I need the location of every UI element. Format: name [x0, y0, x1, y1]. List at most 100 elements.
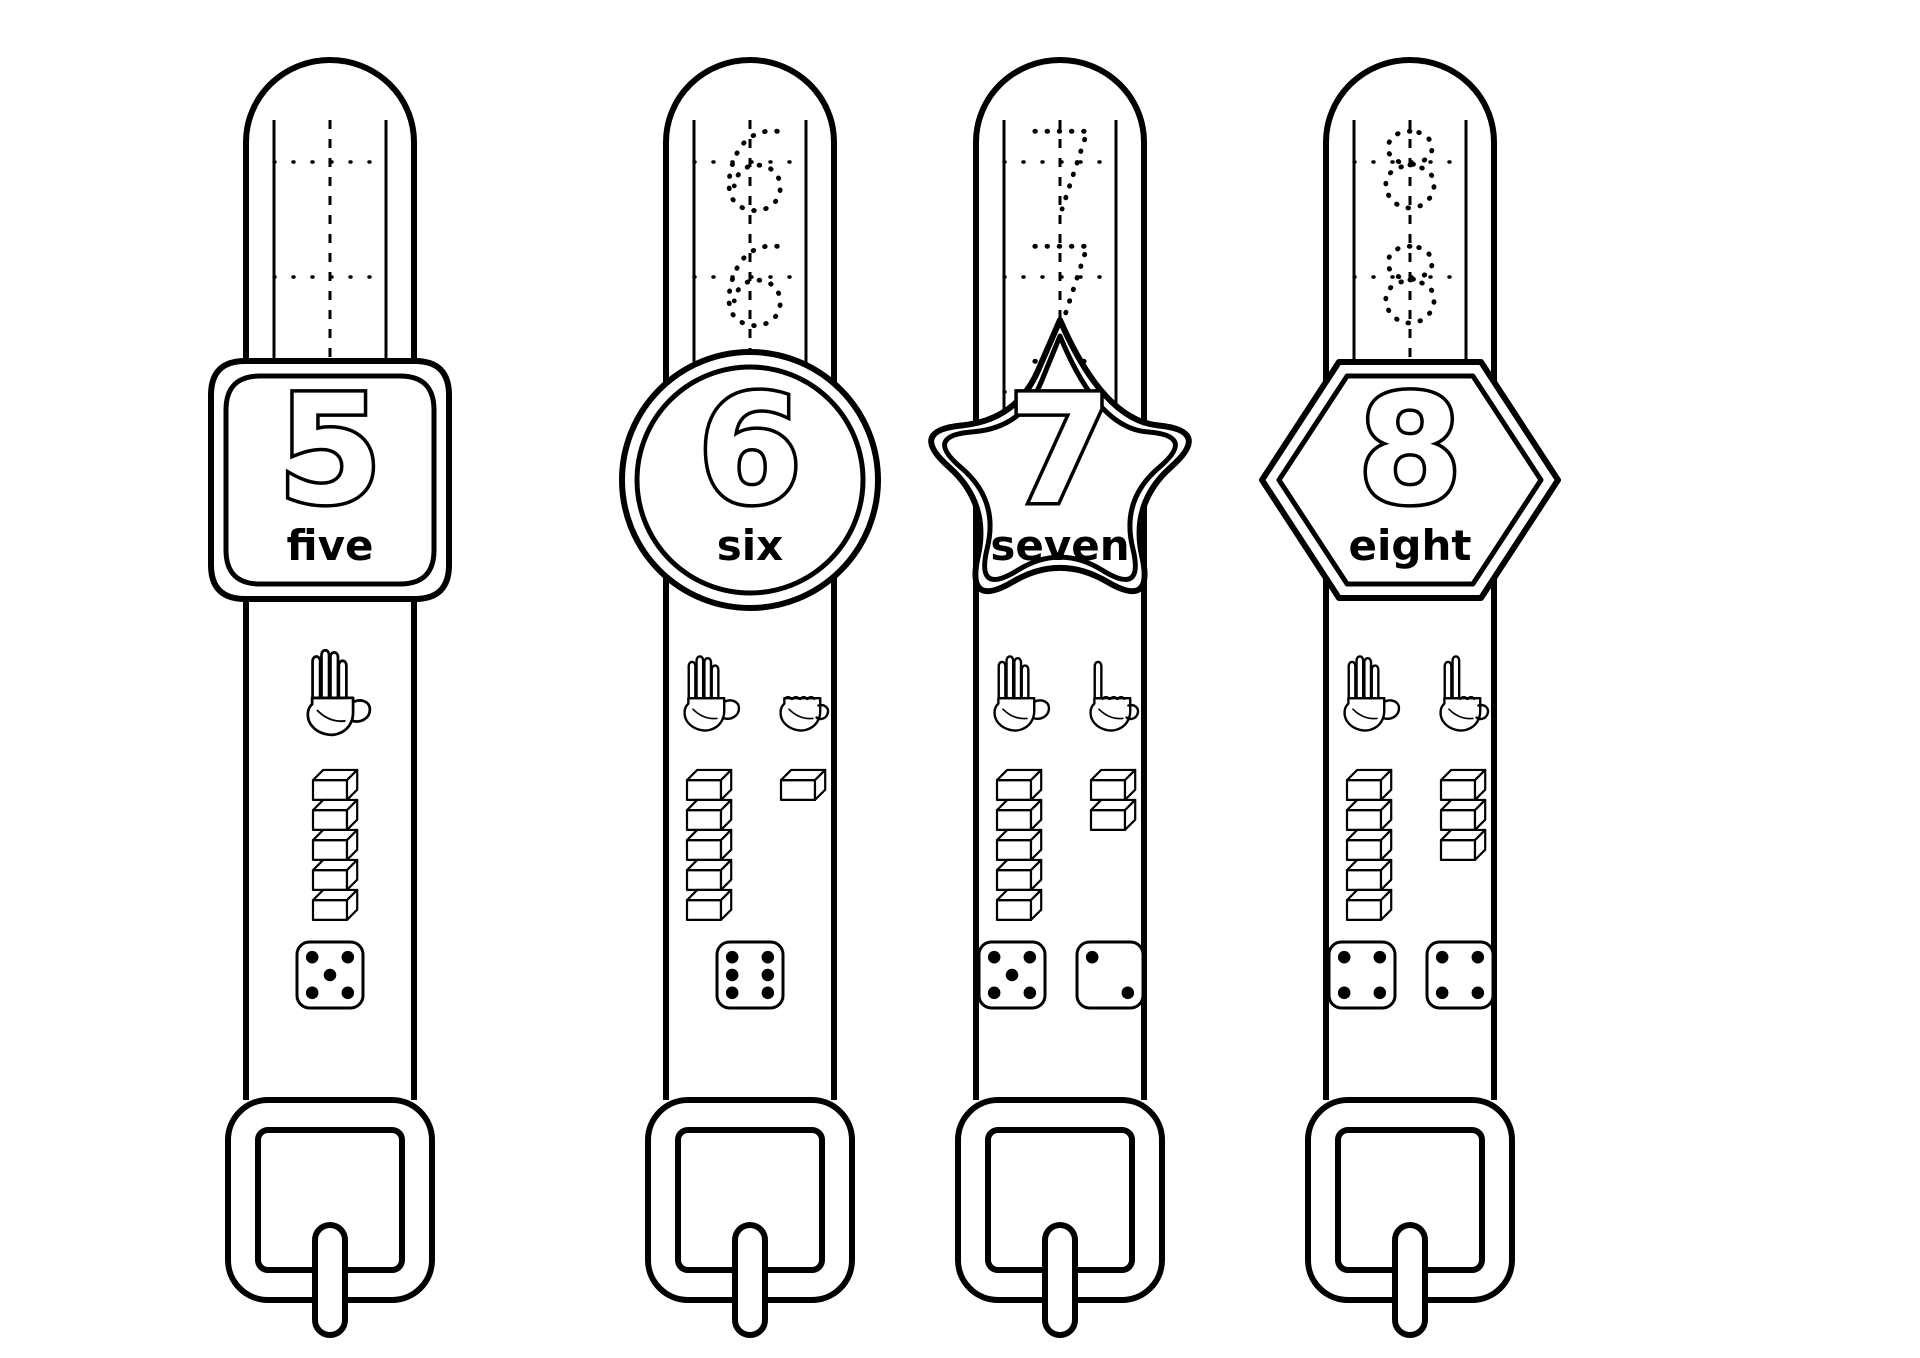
badge-digit: 7: [1008, 364, 1112, 538]
buckle: [225, 1097, 435, 1338]
hand-icon-group: [993, 655, 1140, 732]
badge-digit: 5: [278, 364, 382, 538]
die-pip-5: [1023, 986, 1037, 1000]
number-badge-circle: [619, 349, 881, 611]
die-pip-1: [1085, 950, 1099, 964]
die-pip-4: [1373, 986, 1387, 1000]
cube-col1-5: [311, 888, 359, 921]
hand-icon-open-hand-five-fingers: [993, 655, 1051, 732]
die-pip-4: [305, 986, 319, 1000]
die-pip-2: [1373, 950, 1387, 964]
die-pip-4: [761, 968, 775, 982]
die-pip-1: [305, 950, 319, 964]
number-badge-hexagon: [1259, 359, 1561, 601]
cube-col1-2: [1345, 798, 1393, 831]
hand-icon-group: [306, 648, 372, 737]
buckle-prong: [1042, 1222, 1078, 1338]
die-2-pips-2: [1075, 940, 1145, 1010]
badge-word: seven: [990, 521, 1129, 570]
cube-col1-2: [311, 798, 359, 831]
dice-group: [295, 940, 365, 1010]
cube-tower-group: [1345, 768, 1487, 921]
cube-col1-5: [685, 888, 733, 921]
die-pip-2: [761, 950, 775, 964]
cube-col1-4: [685, 858, 733, 891]
hand-icon-group: [1343, 655, 1490, 732]
cube-col2-2: [1439, 798, 1487, 831]
hand-icon-hand-one-finger: [779, 695, 830, 732]
die-pip-1: [725, 950, 739, 964]
die-pip-6: [761, 986, 775, 1000]
hand-icon-open-hand-five-fingers: [1343, 655, 1401, 732]
cube-col1-5: [1345, 888, 1393, 921]
die-pip-3: [1337, 986, 1351, 1000]
cube-col1-1: [311, 768, 359, 801]
badge-digit: 8: [1358, 364, 1462, 538]
die-pip-5: [341, 986, 355, 1000]
die-pip-4: [1471, 986, 1485, 1000]
die-pip-3: [323, 968, 337, 982]
trace-glyph-2-1: [726, 128, 783, 213]
cube-col1-3: [1345, 828, 1393, 861]
cube-col1-5: [995, 888, 1043, 921]
badge-word: five: [287, 521, 374, 570]
trace-glyph-2-2: [726, 243, 783, 328]
die-1-pips-5: [977, 940, 1047, 1010]
cube-col1-3: [311, 828, 359, 861]
die-pip-3: [1435, 986, 1449, 1000]
hand-icon-hand-three-fingers: [1439, 655, 1490, 732]
buckle: [645, 1097, 855, 1338]
hand-icon-group: [683, 655, 830, 732]
cube-col1-4: [311, 858, 359, 891]
die-pip-4: [987, 986, 1001, 1000]
cube-col1-3: [685, 828, 733, 861]
trace-glyph-4-1: [1383, 128, 1437, 211]
buckle-prong: [732, 1222, 768, 1338]
die-pip-1: [1337, 950, 1351, 964]
die-1-pips-4: [1327, 940, 1397, 1010]
cube-tower-group: [685, 768, 827, 921]
die-pip-3: [1005, 968, 1019, 982]
die-pip-5: [725, 986, 739, 1000]
cube-tower-group: [995, 768, 1137, 921]
cube-col2-1: [1439, 768, 1487, 801]
die-pip-3: [725, 968, 739, 982]
die-1-pips-6: [715, 940, 785, 1010]
buckle: [1305, 1097, 1515, 1338]
die-pip-2: [1023, 950, 1037, 964]
buckle-prong: [312, 1222, 348, 1338]
cube-col1-4: [995, 858, 1043, 891]
cube-col1-1: [1345, 768, 1393, 801]
cube-col1-2: [995, 798, 1043, 831]
die-pip-2: [1121, 986, 1135, 1000]
cube-col1-2: [685, 798, 733, 831]
badge-word: six: [717, 521, 784, 570]
die-pip-2: [341, 950, 355, 964]
die-pip-2: [1471, 950, 1485, 964]
dice-group: [1327, 940, 1495, 1010]
die-pip-1: [987, 950, 1001, 964]
die-pip-1: [1435, 950, 1449, 964]
die-2-pips-4: [1425, 940, 1495, 1010]
hand-icon-hand-two-fingers: [1089, 660, 1140, 732]
cube-col1-1: [995, 768, 1043, 801]
cube-col1-1: [685, 768, 733, 801]
cube-col2-1: [779, 768, 827, 801]
cube-col2-1: [1089, 768, 1137, 801]
badge-word: eight: [1349, 521, 1472, 570]
buckle-prong: [1392, 1222, 1428, 1338]
cube-col1-4: [1345, 858, 1393, 891]
cube-col2-3: [1439, 828, 1487, 861]
buckle: [955, 1097, 1165, 1338]
cube-col2-2: [1089, 798, 1137, 831]
die-1-pips-5: [295, 940, 365, 1010]
cube-tower-group: [311, 768, 359, 921]
